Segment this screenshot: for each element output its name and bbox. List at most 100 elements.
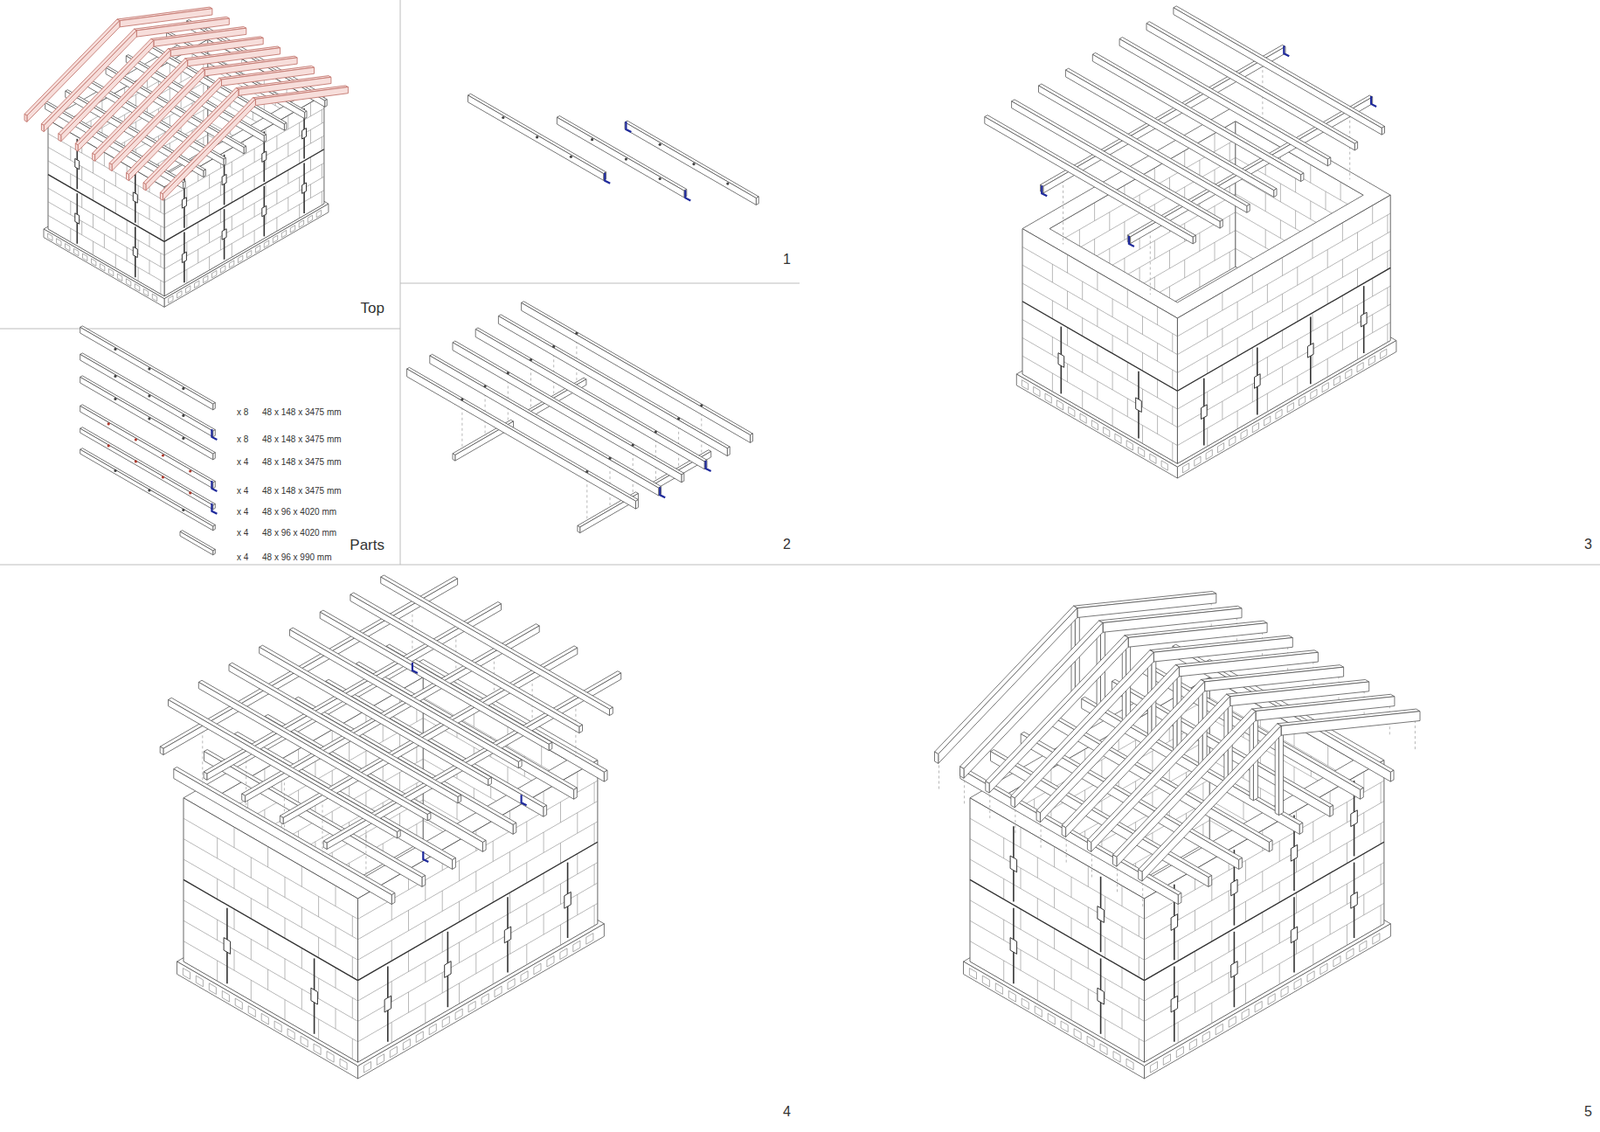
block-joint [335, 926, 337, 947]
steel-bracket [1129, 235, 1135, 247]
block-joint [149, 260, 151, 275]
block-joint [250, 979, 252, 1000]
block-course [1144, 862, 1385, 1001]
timber-face [1268, 839, 1273, 852]
block-joint [1081, 281, 1083, 300]
block-course [969, 879, 1145, 980]
block-joint [267, 846, 269, 867]
strap-buckle [564, 891, 572, 908]
pallet-slot [1115, 433, 1122, 444]
bolt-hole [529, 358, 533, 361]
block-joint [186, 214, 188, 229]
frame-assembly [407, 301, 754, 534]
block-joint [208, 228, 210, 243]
part-count: x 8 [236, 407, 249, 418]
block-joint [301, 948, 303, 969]
pallet-slot [1056, 400, 1063, 410]
block-joint [298, 204, 300, 219]
bolt-hole [654, 430, 658, 434]
pallet-slot [182, 968, 190, 980]
pallet-slot [1080, 413, 1087, 423]
rafter-face [159, 97, 256, 194]
rafter-face [989, 637, 1129, 793]
block-joint [1194, 909, 1196, 930]
block-joint [1194, 950, 1196, 971]
timber-face [159, 746, 164, 755]
block-joint [1380, 823, 1382, 844]
pallet-slot [1372, 933, 1380, 945]
rafter-face [1039, 666, 1179, 823]
block-joint [267, 969, 269, 990]
pallet-slot [281, 229, 286, 237]
block-joint [216, 960, 218, 981]
block-joint [1279, 963, 1281, 984]
bolt-hole [631, 443, 635, 447]
pallet-slot [363, 1061, 371, 1074]
panel-divider [0, 564, 1600, 566]
block-joint [1245, 941, 1247, 963]
block-joint [254, 230, 256, 245]
block-joint [1279, 922, 1281, 943]
block-joint [526, 902, 527, 923]
bolt-hole [188, 491, 192, 494]
timber-face [290, 627, 523, 762]
pallet-slot [1087, 1035, 1095, 1047]
block-joint [1177, 940, 1179, 961]
timber-face [198, 681, 428, 820]
pallet-slot [195, 975, 203, 987]
block-joint [159, 280, 161, 295]
pallet-slot [1346, 948, 1354, 960]
block-joint [92, 241, 94, 256]
steel-bracket [521, 794, 527, 805]
block-joint [1122, 885, 1123, 906]
block-joint [492, 922, 494, 943]
pallet-slot [83, 253, 88, 261]
block-joint [1296, 339, 1298, 359]
block-joint [348, 740, 350, 761]
block-joint [321, 137, 323, 152]
block-joint [284, 876, 286, 897]
strap-buckle [181, 251, 187, 263]
block-joint [267, 886, 269, 908]
pallet-slot [1060, 1020, 1068, 1033]
block-joint [1363, 853, 1365, 874]
bolt-hole [677, 416, 680, 420]
timber-face [429, 355, 659, 496]
timber-face [422, 875, 426, 887]
pallet-slot [1138, 447, 1145, 458]
block-joint [1087, 948, 1089, 969]
pallet-slot [1229, 436, 1236, 446]
block-course [1177, 322, 1391, 446]
timber-face [577, 525, 581, 533]
steel-bracket [625, 121, 631, 132]
timber-face [407, 367, 639, 501]
block-joint [594, 823, 596, 844]
timber-face [1390, 769, 1394, 782]
strap-buckle [504, 926, 511, 943]
pallet-slot [586, 933, 594, 945]
block-joint [1020, 826, 1022, 847]
bolt-hole [113, 469, 117, 472]
block-joint [1206, 428, 1208, 447]
block-joint [391, 940, 393, 961]
block-joint [69, 200, 71, 215]
block-joint [1342, 259, 1344, 278]
timber-face [548, 741, 553, 750]
wall-face [1177, 194, 1391, 464]
block-course [1177, 231, 1391, 355]
timber-face [1011, 99, 1224, 222]
pallet-slot [1021, 380, 1028, 390]
pallet-slot [1034, 1005, 1042, 1018]
pallet-slot [1149, 453, 1157, 464]
timber-face [380, 574, 614, 709]
steel-bracket [211, 480, 217, 492]
pallet-slot [125, 278, 131, 286]
timber-face [636, 499, 639, 510]
block-joint [1198, 269, 1200, 288]
part-dimension: 48 x 148 x 3475 mm [262, 485, 342, 497]
block-joint [1309, 200, 1311, 220]
timber-face [488, 776, 492, 785]
pallet-slot [117, 273, 122, 281]
strap-buckle [1290, 926, 1297, 943]
rafter-face [24, 114, 28, 123]
